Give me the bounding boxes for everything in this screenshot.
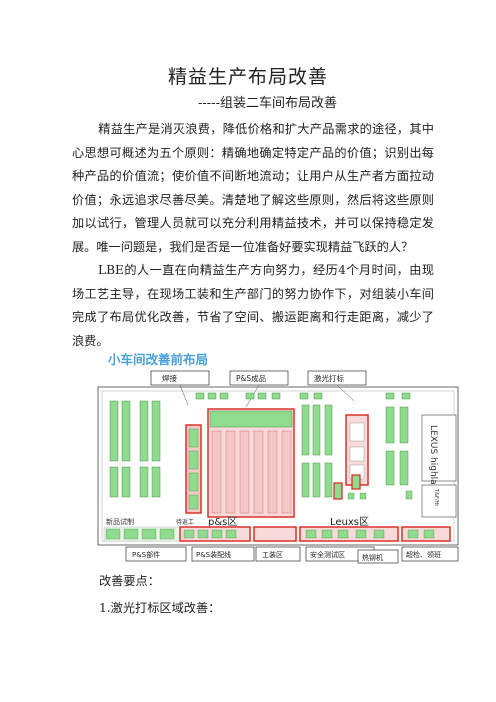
- label-box-welding: [150, 370, 210, 386]
- key-points-heading: 改善要点：: [99, 574, 160, 588]
- label-box-heat-riveting: [357, 549, 399, 564]
- label-small: T&F/Ht: [433, 488, 439, 506]
- label-heat-riveting: 热铆机: [362, 553, 383, 562]
- left-cabinets: [109, 400, 161, 498]
- page-subtitle: -----组装二车间布局改善: [198, 96, 337, 111]
- paragraph-1-text: 精益生产是消灭浪费，降低价格和扩大产品需求的途径，其中心思想可概述为五个原则：精…: [72, 122, 434, 254]
- list-item-1: 1.激光打标区域改善：: [99, 601, 221, 615]
- page-title: 精益生产布局改善: [167, 66, 328, 88]
- label-left-new: 新品试制: [106, 517, 134, 526]
- label-box-ps-assembly: [191, 546, 255, 562]
- label-safety: 安全测试区: [310, 550, 345, 559]
- middle-cabinets: [301, 404, 409, 498]
- label-leuxs-region: Leuxs区: [330, 516, 369, 528]
- label-box-ps-parts: [125, 546, 187, 562]
- diagram-caption: 小车间改善前布局: [108, 352, 209, 367]
- zone-small-red-1: [333, 482, 343, 500]
- label-box-inspection: [401, 546, 459, 562]
- label-ps-parts: P&S部件: [132, 550, 160, 559]
- label-ps-assembly: P&S装配线: [196, 550, 231, 559]
- zone-small-red-2: [351, 474, 361, 490]
- label-inspection: 超检、领班: [406, 550, 441, 559]
- label-left-rework: 待返工: [176, 518, 194, 526]
- zone-tooling-red: [253, 526, 297, 542]
- label-ps-product: P&S成品: [236, 373, 266, 383]
- top-equipment: [195, 392, 411, 400]
- paragraph-2: LBE的人一直在向精益生产方向努力，经历4个月时间，由现场工艺主导，在现场工装和…: [72, 259, 434, 353]
- room-right: [421, 414, 457, 482]
- label-welding: 焊接: [162, 373, 177, 383]
- paragraph-2-text: LBE的人一直在向精益生产方向努力，经历4个月时间，由现场工艺主导，在现场工装和…: [72, 263, 434, 348]
- label-laser: 激光打标: [314, 373, 344, 383]
- workshop-layout-diagram: 焊接 P&S成品 激光打标: [97, 370, 459, 564]
- label-tooling: 工装区: [262, 550, 283, 559]
- paragraph-1: 精益生产是消灭浪费，降低价格和扩大产品需求的途径，其中心思想可概述为五个原则：精…: [72, 118, 434, 259]
- label-ps-region: p&s区: [208, 516, 237, 528]
- label-lexus-highland: LEXUS highland: [428, 425, 438, 496]
- label-box-tooling: [255, 546, 301, 562]
